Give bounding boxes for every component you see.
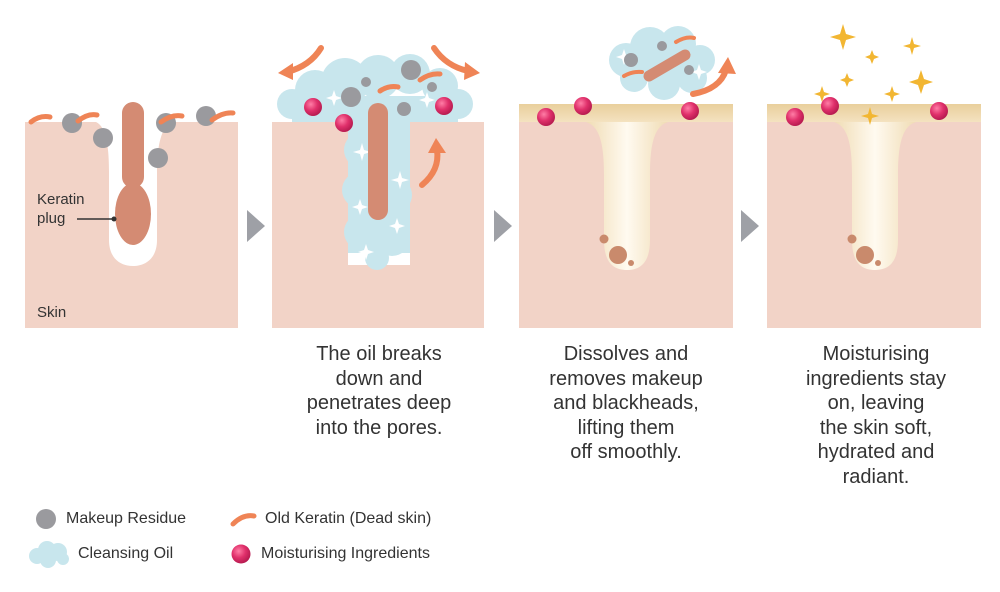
legend-moisturising-ingredients: Moisturising Ingredients xyxy=(229,540,430,568)
dead-skin-flake xyxy=(377,84,401,94)
residue-particle xyxy=(847,234,857,244)
legend-old-keratin: Old Keratin (Dead skin) xyxy=(229,505,431,533)
caption-line: ingredients stay xyxy=(805,367,947,390)
caption-line: removes makeup xyxy=(549,367,703,390)
caption-line: and blackheads, xyxy=(553,392,699,414)
dead-skin-flake xyxy=(209,110,236,123)
moisture-droplet xyxy=(681,102,699,120)
keratin-flake-icon xyxy=(230,513,257,527)
clean-skin-surface xyxy=(519,104,733,122)
moisture-droplet xyxy=(435,97,453,115)
caption-line: into the pores. xyxy=(315,416,443,439)
residue-particle xyxy=(875,260,881,266)
dead-skin-flake xyxy=(417,71,443,83)
keratin-plug-bulb xyxy=(115,183,151,245)
makeup-dot-icon xyxy=(36,509,56,529)
legend-cleansing-oil: Cleansing Oil xyxy=(28,540,173,568)
makeup-particle xyxy=(148,148,168,168)
motion-arrow-icon xyxy=(419,138,446,188)
cleared-pore xyxy=(586,122,668,270)
step-arrow-3 xyxy=(741,210,759,242)
step-arrow-1 xyxy=(247,210,265,242)
makeup-particle xyxy=(624,53,638,67)
panel-3-pore-cleared xyxy=(519,26,736,328)
caption-line: Dissolves and xyxy=(563,343,689,365)
moisture-droplet xyxy=(930,102,948,120)
residue-particle xyxy=(599,234,609,244)
moisture-droplet xyxy=(335,114,353,132)
makeup-particle xyxy=(361,77,371,87)
motion-arrow-icon xyxy=(431,45,480,80)
residue-particle xyxy=(856,246,874,264)
caption-line: Moisturising xyxy=(822,343,930,365)
step-arrow-2 xyxy=(494,210,512,242)
motion-arrow-icon xyxy=(278,45,324,80)
moisture-droplet-icon xyxy=(231,544,251,564)
keratin-label-dot xyxy=(111,216,117,222)
caption-line: radiant. xyxy=(842,465,910,488)
keratin-plug xyxy=(122,102,144,188)
caption-line: down and xyxy=(335,367,423,390)
moisture-droplet xyxy=(786,108,804,126)
caption-line: penetrates deep xyxy=(306,392,452,414)
caption-line: The oil breaks xyxy=(316,343,442,365)
caption-line: off smoothly. xyxy=(570,441,682,463)
makeup-particle xyxy=(657,41,667,51)
makeup-particle xyxy=(397,102,411,116)
debris-sparkles xyxy=(616,49,707,80)
skin-label: Skin xyxy=(37,304,66,321)
residue-particle xyxy=(609,246,627,264)
moisture-droplet xyxy=(304,98,322,116)
clean-skin-surface xyxy=(767,104,981,122)
caption-line: lifting them xyxy=(577,416,675,439)
keratin-label-line-1: Keratin xyxy=(37,191,85,208)
dead-skin-flake xyxy=(674,35,696,44)
panel-2-oil-penetrates xyxy=(272,45,484,328)
legend-label: Moisturising Ingredients xyxy=(261,545,430,562)
makeup-particle xyxy=(62,113,82,133)
caption-line: the skin soft, xyxy=(819,416,933,439)
caption-line: on, leaving xyxy=(827,392,925,414)
makeup-particle xyxy=(196,106,216,126)
dead-skin-flake xyxy=(75,112,100,124)
makeup-particle xyxy=(684,65,694,75)
dead-skin-flake xyxy=(622,69,644,78)
moisture-droplet xyxy=(537,108,555,126)
legend-makeup-residue: Makeup Residue xyxy=(34,505,186,533)
legend-label: Cleansing Oil xyxy=(78,545,174,562)
caption-step-3: Dissolves and removes makeup and blackhe… xyxy=(511,342,741,465)
cleared-pore xyxy=(834,122,916,270)
caption-step-2: The oil breaks down and penetrates deep … xyxy=(264,342,494,440)
oil-cloud-icon xyxy=(29,541,69,568)
makeup-particle xyxy=(341,87,361,107)
skin-block xyxy=(25,122,238,328)
legend-label: Makeup Residue xyxy=(66,510,187,527)
motion-arrow-icon xyxy=(690,57,736,97)
keratin-label-line-2: plug xyxy=(37,210,65,227)
lifted-keratin xyxy=(643,49,691,82)
caption-step-4: Moisturising ingredients stay on, leavin… xyxy=(761,342,991,489)
residue-particle xyxy=(628,260,634,266)
panel-4-skin-moisturised xyxy=(767,24,981,328)
moisture-droplet xyxy=(574,97,592,115)
makeup-particle xyxy=(427,82,437,92)
oil-bubble-sparkles xyxy=(326,90,435,260)
panel-1-skin-with-clogged-pore: Keratin plug Skin xyxy=(25,102,238,328)
keratin-plug xyxy=(368,103,388,220)
sparkle-icon xyxy=(814,24,933,125)
dead-skin-flake xyxy=(158,113,185,125)
caption-line: hydrated and xyxy=(817,441,935,463)
legend-label: Old Keratin (Dead skin) xyxy=(265,510,432,527)
moisture-droplet xyxy=(821,97,839,115)
makeup-particle xyxy=(93,128,113,148)
makeup-particle xyxy=(401,60,421,80)
dead-skin-flake xyxy=(28,114,53,125)
